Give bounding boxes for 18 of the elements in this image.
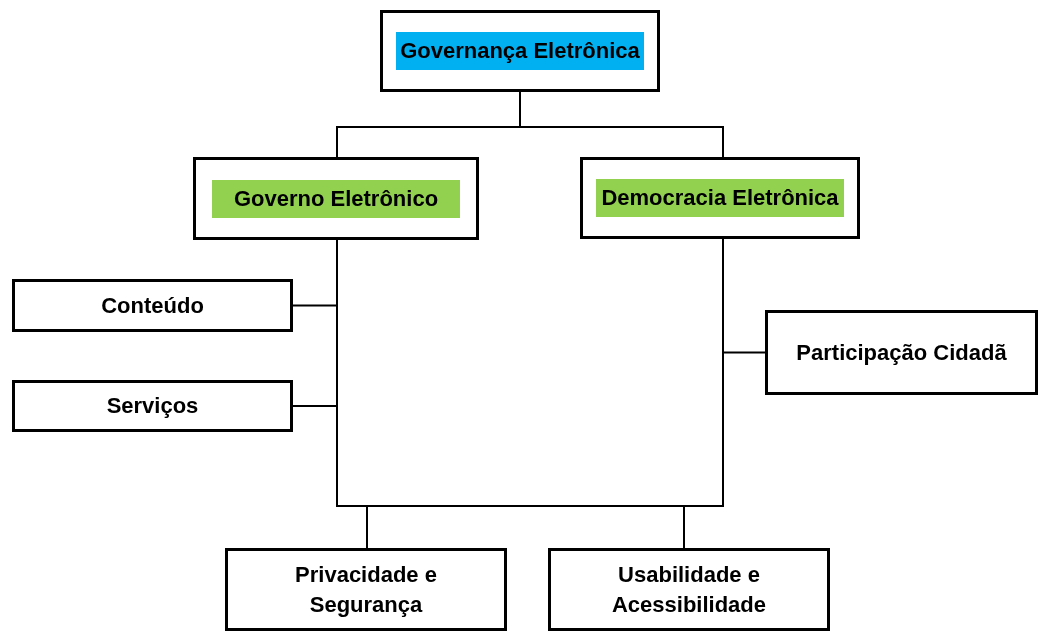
node-box — [380, 10, 660, 92]
node-box — [12, 279, 293, 332]
node-label: Serviços — [105, 392, 200, 420]
node-label: Privacidade e Segurança — [294, 560, 438, 619]
connector-line — [683, 238, 724, 549]
node-label: Usabilidade e Acessibilidade — [610, 560, 768, 619]
node-box — [765, 310, 1038, 395]
node-label: Participação Cidadã — [795, 338, 1008, 367]
node-label: Conteúdo — [100, 291, 205, 320]
node-box — [12, 380, 293, 432]
node-box — [193, 157, 479, 240]
heading-band: Governo Eletrônico — [212, 179, 460, 218]
node-box — [225, 548, 507, 631]
heading-band: Democracia Eletrônica — [596, 179, 844, 217]
heading-band: Governança Eletrônica — [396, 32, 644, 70]
connector-line — [519, 91, 724, 158]
node-box — [580, 157, 860, 239]
node-box — [548, 548, 830, 631]
